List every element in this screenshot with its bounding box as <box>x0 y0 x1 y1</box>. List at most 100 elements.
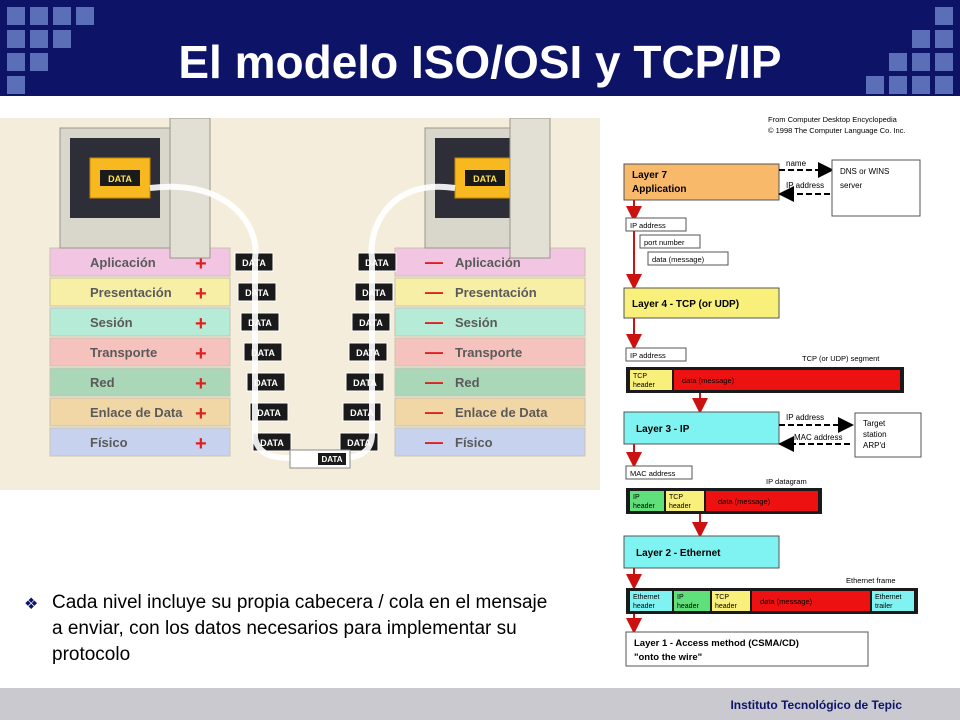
svg-text:ARP'd: ARP'd <box>863 441 885 450</box>
osi-layer-label-left: Transporte <box>90 345 157 360</box>
data-packet-label-left: DATA <box>251 348 275 358</box>
data-packet-right <box>348 342 388 362</box>
layer1-label-2: "onto the wire" <box>634 652 702 663</box>
up-arrow <box>339 183 456 461</box>
data-message-tag: data (message) <box>652 255 705 264</box>
ip-address-label-top: IP address <box>786 181 824 190</box>
osi-layer-label-right: Físico <box>455 435 493 450</box>
svg-text:header: header <box>715 603 737 610</box>
layer7-box <box>623 163 780 201</box>
minus-sign: — <box>425 372 443 392</box>
minus-sign: — <box>425 312 443 332</box>
data-packet-label-left: DATA <box>254 378 278 388</box>
layer2-label: Layer 2 - Ethernet <box>636 548 721 559</box>
osi-layer-label-left: Presentación <box>90 285 172 300</box>
svg-text:TCP: TCP <box>715 594 729 601</box>
plus-sign: + <box>195 373 207 395</box>
plus-sign: + <box>195 343 207 365</box>
plus-sign: + <box>195 433 207 455</box>
minus-sign: — <box>425 282 443 302</box>
svg-text:header: header <box>633 603 655 610</box>
layer1-label-1: Layer 1 - Access method (CSMA/CD) <box>634 638 799 649</box>
svg-text:IP: IP <box>633 494 640 501</box>
dns-server-box <box>831 159 921 217</box>
osi-slab-left <box>49 307 231 337</box>
svg-text:header: header <box>677 603 699 610</box>
layer7-label-2: Application <box>632 184 686 195</box>
data-packet-left <box>240 312 280 332</box>
data-packet-left <box>249 402 289 422</box>
osi-slab-right <box>394 277 586 307</box>
minus-sign: — <box>425 432 443 452</box>
osi-slab-right <box>394 307 586 337</box>
bullet-text: Cada nivel incluye su propia cabecera / … <box>52 592 548 665</box>
svg-text:data (message): data (message) <box>718 497 771 506</box>
svg-text:header: header <box>669 503 691 510</box>
svg-text:IP: IP <box>677 594 684 601</box>
footer-bar: Instituto Tecnológico de Tepic <box>0 688 960 720</box>
layer2-box <box>623 535 780 569</box>
osi-layer-label-right: Presentación <box>455 285 537 300</box>
ip-address-tag-1: IP address <box>630 221 666 230</box>
osi-layer-label-right: Red <box>455 375 480 390</box>
osi-slab-left <box>49 367 231 397</box>
svg-text:Target: Target <box>863 419 886 428</box>
layer7-label-1: Layer 7 <box>632 170 667 181</box>
data-packet-label-right: DATA <box>353 378 377 388</box>
target-station-box <box>854 412 922 458</box>
data-packet-label-left: DATA <box>257 408 281 418</box>
layer3-label: Layer 3 - IP <box>636 424 690 435</box>
datagram-label: IP datagram <box>766 477 807 486</box>
down-arrow <box>149 183 291 461</box>
osi-slab-right <box>394 367 586 397</box>
osi-slab-left <box>49 397 231 427</box>
osi-layer-label-left: Sesión <box>90 315 133 330</box>
svg-text:header: header <box>633 503 655 510</box>
computer-right-icon <box>424 118 551 259</box>
data-packet-right <box>357 252 397 272</box>
svg-text:data (message): data (message) <box>760 597 813 606</box>
data-packet-label-right: DATA <box>350 408 374 418</box>
osi-layer-label-right: Transporte <box>455 345 522 360</box>
mac-address-tag: MAC address <box>630 469 676 478</box>
svg-text:station: station <box>863 430 887 439</box>
layer1-box <box>625 631 869 667</box>
plus-sign: + <box>195 283 207 305</box>
svg-text:TCP: TCP <box>633 373 647 380</box>
plus-sign: + <box>195 313 207 335</box>
minus-sign: — <box>425 252 443 272</box>
svg-text:header: header <box>633 382 655 389</box>
minus-sign: — <box>425 402 443 422</box>
frame-label: Ethernet frame <box>846 576 896 585</box>
data-packet-label-right: DATA <box>365 258 389 268</box>
layer4-label: Layer 4 - TCP (or UDP) <box>632 299 739 310</box>
tcpip-diagram: From Computer Desktop Encyclopedia © 199… <box>623 115 922 667</box>
data-packet-label-right: DATA <box>347 438 371 448</box>
osi-layer-label-right: Aplicación <box>455 255 521 270</box>
dns-label-1: DNS or WINS <box>840 167 889 176</box>
osi-layer-label-right: Sesión <box>455 315 498 330</box>
osi-layer-label-left: Físico <box>90 435 128 450</box>
osi-layer-label-right: Enlace de Data <box>455 405 548 420</box>
plus-sign: + <box>195 403 207 425</box>
svg-text:trailer: trailer <box>875 603 893 610</box>
osi-slab-left <box>49 277 231 307</box>
ip-address-label-mid: IP address <box>786 413 824 422</box>
data-label-right: DATA <box>473 174 497 184</box>
plus-sign: + <box>195 253 207 275</box>
credit-line-2: © 1998 The Computer Language Co. Inc. <box>768 126 906 135</box>
osi-slab-left <box>49 337 231 367</box>
data-packet-label-right: DATA <box>356 348 380 358</box>
osi-slab-right <box>394 397 586 427</box>
name-label: name <box>786 159 807 168</box>
osi-slab-right <box>394 337 586 367</box>
layer4-box <box>623 287 780 319</box>
mac-address-label-mid: MAC address <box>794 433 842 442</box>
svg-text:Ethernet: Ethernet <box>633 594 660 601</box>
slide-title: El modelo ISO/OSI y TCP/IP <box>178 36 782 88</box>
segment-data-label: data (message) <box>682 376 735 385</box>
osi-layer-label-left: Red <box>90 375 115 390</box>
ip-address-tag-2: IP address <box>630 351 666 360</box>
segment-label: TCP (or UDP) segment <box>802 354 880 363</box>
